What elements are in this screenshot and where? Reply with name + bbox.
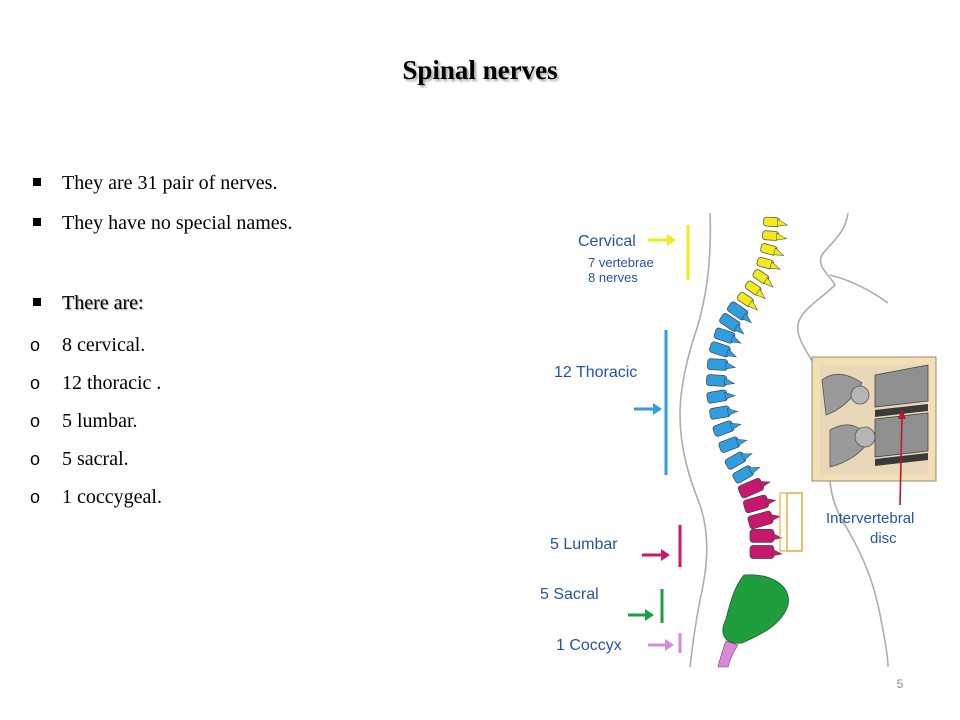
page-number: 5 [896, 677, 904, 691]
thoracic-vertebra [718, 436, 741, 453]
sub-bullet-item: o 1 coccygeal. [30, 486, 162, 509]
lumbar-vertebra-process [764, 497, 777, 506]
zoom-region-box [786, 492, 803, 552]
sub-bullet-item: o 12 thoracic . [30, 372, 161, 395]
sub-bullet-text: 1 coccygeal. [62, 486, 162, 508]
lumbar-vertebra [747, 510, 774, 530]
sub-bullet-item: o 8 cervical. [30, 334, 145, 357]
circle-bullet-icon: o [30, 373, 41, 393]
cervical-vertebra-process [755, 288, 766, 300]
lumbar-vertebra-process [771, 548, 783, 557]
cervical-vertebra-process [776, 232, 788, 241]
thoracic-arrow-icon [634, 403, 662, 415]
thoracic-vertebra-process [748, 466, 761, 475]
body-outline-back [679, 212, 712, 668]
thoracic-vertebra-process [733, 323, 745, 335]
sub-bullet-item: o 5 sacral. [30, 448, 129, 471]
spine-illustration: Cervical 7 vertebrae 8 nerves 12 Thoraci… [530, 205, 960, 670]
intervertebral-disc-inset [811, 356, 937, 506]
coccyx-arrow-icon [648, 639, 674, 651]
bullet-item: There are: [30, 292, 144, 315]
label-lumbar: 5 Lumbar [550, 536, 618, 553]
thoracic-vertebra-process [730, 334, 742, 344]
thoracic-vertebra-process [725, 348, 738, 358]
thoracic-vertebra-process [724, 361, 737, 370]
thoracic-vertebra-process [735, 438, 748, 447]
lumbar-vertebra-process [768, 513, 782, 522]
cervical-vertebra-process [773, 247, 785, 256]
thoracic-vertebra-process [740, 453, 753, 461]
thoracic-vertebra-process [724, 391, 736, 400]
thoracic-vertebra [709, 405, 731, 420]
circle-bullet-icon: o [30, 335, 41, 355]
lumbar-vertebra [749, 529, 775, 543]
thoracic-vertebra-process [741, 312, 752, 324]
square-bullet-icon [30, 212, 62, 235]
thoracic-vertebra-process [724, 377, 736, 386]
square-bullet-icon [30, 172, 62, 195]
bullet-text: They are 31 pair of nerves. [62, 172, 278, 194]
square-bullet-icon [30, 292, 62, 315]
lumbar-vertebra [749, 545, 775, 559]
zoom-region-box [779, 492, 803, 552]
label-intervertebral: Intervertebral [826, 510, 914, 527]
lumbar-vertebra-process [758, 481, 771, 489]
cervical-vertebra-process [763, 277, 774, 288]
sub-bullet-text: 12 thoracic . [62, 372, 162, 394]
sub-bullet-text: 8 cervical. [62, 334, 146, 356]
cervical-arrow-icon [648, 234, 676, 246]
cervical-vertebra-process [769, 261, 781, 270]
thoracic-vertebra-process [729, 422, 742, 430]
bullet-item: They are 31 pair of nerves. [30, 172, 277, 195]
thoracic-vertebra [712, 420, 735, 437]
label-thoracic: 12 Thoracic [554, 364, 637, 381]
slide-title: Spinal nerves [402, 55, 558, 85]
sacral-arrow-icon [628, 609, 654, 621]
label-coccyx: 1 Coccyx [556, 637, 622, 654]
bullet-text: There are: [62, 292, 144, 314]
sub-bullet-item: o 5 lumbar. [30, 410, 138, 433]
thoracic-vertebra [707, 358, 728, 371]
label-cervical-nerves: 8 nerves [588, 270, 638, 285]
label-disc: disc [870, 530, 897, 547]
label-cervical-vertebrae: 7 vertebrae [588, 255, 654, 270]
label-sacral: 5 Sacral [540, 586, 599, 603]
circle-bullet-icon: o [30, 449, 41, 469]
sub-bullet-text: 5 lumbar. [62, 410, 138, 432]
circle-bullet-icon: o [30, 487, 41, 507]
bullet-item: They have no special names. [30, 212, 292, 235]
cervical-vertebra-process [776, 218, 789, 227]
sacrum [722, 574, 789, 644]
cervical-vertebra-process [747, 299, 759, 311]
thoracic-vertebra [706, 374, 727, 387]
thoracic-vertebra-process [726, 407, 739, 416]
chin-outline [829, 274, 889, 304]
bullet-text: They have no special names. [62, 212, 293, 234]
label-cervical: Cervical [578, 233, 636, 250]
circle-bullet-icon: o [30, 411, 41, 431]
sub-bullet-text: 5 sacral. [62, 448, 129, 470]
thoracic-vertebra [706, 389, 728, 404]
coccyx [717, 640, 739, 668]
lumbar-arrow-icon [642, 549, 670, 561]
